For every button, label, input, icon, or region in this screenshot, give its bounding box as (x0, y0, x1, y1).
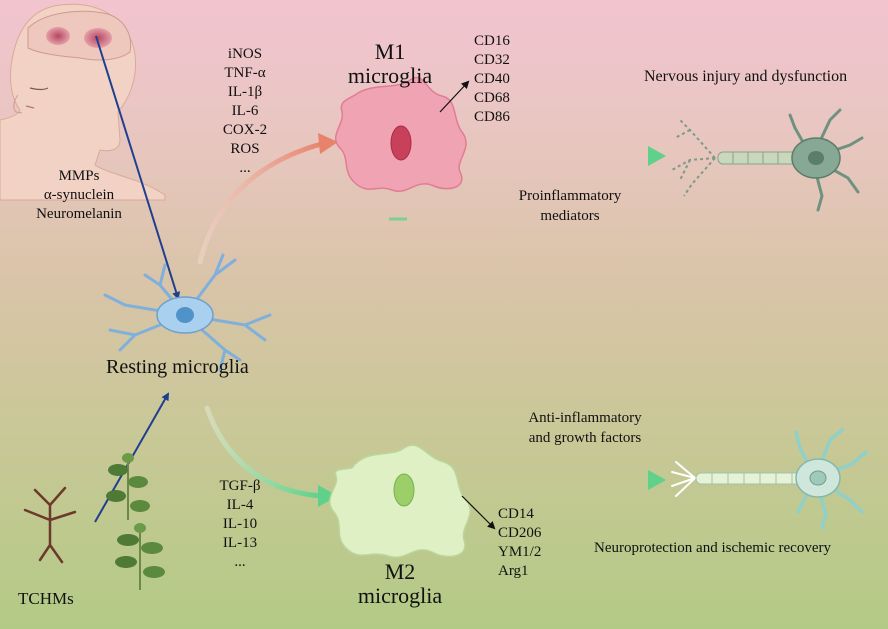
m2-marker-item: CD14 (498, 506, 534, 522)
m2-markers-arrow (461, 495, 496, 530)
m1-outcome-label: Nervous injury and dysfunction (644, 68, 848, 85)
m1-mediators-line1: Proinflammatory (518, 188, 622, 204)
m1-mediators-label: Proinflammatory mediators (505, 186, 635, 226)
healthy-neuron-icon (671, 428, 868, 530)
resting-microglia-cell (103, 253, 272, 372)
m1-title-line1: M1 (374, 39, 406, 64)
herb-plants-icon (23, 453, 165, 590)
brain-trigger-item: α-synuclein (43, 187, 115, 203)
m2-inducer-item: IL-4 (226, 497, 254, 513)
m2-inducer-item: IL-13 (222, 535, 258, 551)
m2-marker-item: Arg1 (498, 563, 529, 579)
m2-inducer-item: TGF-β (219, 478, 261, 494)
m2-microglia-cell (329, 444, 471, 558)
human-head-icon (0, 3, 166, 201)
m1-inducer-item: COX-2 (222, 122, 268, 138)
resting-to-m1-arrow (197, 140, 328, 265)
m1-title: M1 microglia (330, 40, 450, 88)
m2-inducer-item: IL-10 (222, 516, 258, 532)
brain-to-resting-arrow (95, 35, 181, 300)
m1-marker-item: CD68 (474, 90, 510, 106)
m2-markers-list: CD14 CD206 YM1/2 Arg1 (498, 505, 568, 581)
resting-microglia-label: Resting microglia (106, 356, 249, 378)
m1-inducer-item: iNOS (227, 46, 263, 62)
m1-marker-item: CD86 (474, 109, 510, 125)
m1-inducer-item: TNF-α (224, 65, 266, 81)
damaged-neuron-icon (671, 108, 864, 212)
brain-trigger-item: MMPs (58, 168, 100, 184)
m2-inducers-list: TGF-β IL-4 IL-10 IL-13 ... (205, 477, 275, 572)
m1-marker-item: CD16 (474, 33, 510, 49)
m2-title: M2 microglia (340, 560, 460, 608)
m1-marker-item: CD40 (474, 71, 510, 87)
m1-microglia-cell (334, 76, 467, 192)
m2-outcome-label: Neuroprotection and ischemic recovery (594, 540, 831, 556)
m1-mediators-line2: mediators (540, 208, 600, 224)
m2-mediators-label: Anti-inflammatory and growth factors (510, 408, 660, 448)
m1-title-line2: microglia (347, 63, 433, 88)
m2-inducer-item: ... (234, 554, 246, 570)
m1-markers-list: CD16 CD32 CD40 CD68 CD86 (474, 32, 534, 127)
m1-marker-item: CD32 (474, 52, 510, 68)
m1-inducer-item: ... (239, 160, 251, 176)
m2-marker-item: CD206 (498, 525, 542, 541)
m1-inducers-list: iNOS TNF-α IL-1β IL-6 COX-2 ROS ... (210, 45, 280, 178)
m2-title-line2: microglia (357, 583, 443, 608)
brain-triggers-list: MMPs α-synuclein Neuromelanin (4, 167, 154, 224)
m1-markers-arrow (439, 80, 470, 113)
m2-mediators-line2: and growth factors (528, 430, 642, 446)
brain-trigger-item: Neuromelanin (36, 206, 122, 222)
resting-to-m2-arrow (204, 405, 325, 499)
m1-inducer-item: IL-1β (227, 84, 263, 100)
m1-inducer-item: ROS (230, 141, 260, 157)
m1-inducer-item: IL-6 (231, 103, 259, 119)
tchm-label: TCHMs (18, 589, 74, 608)
m2-marker-item: YM1/2 (498, 544, 542, 560)
m2-mediators-line1: Anti-inflammatory (528, 410, 642, 426)
m2-title-line1: M2 (384, 559, 416, 584)
